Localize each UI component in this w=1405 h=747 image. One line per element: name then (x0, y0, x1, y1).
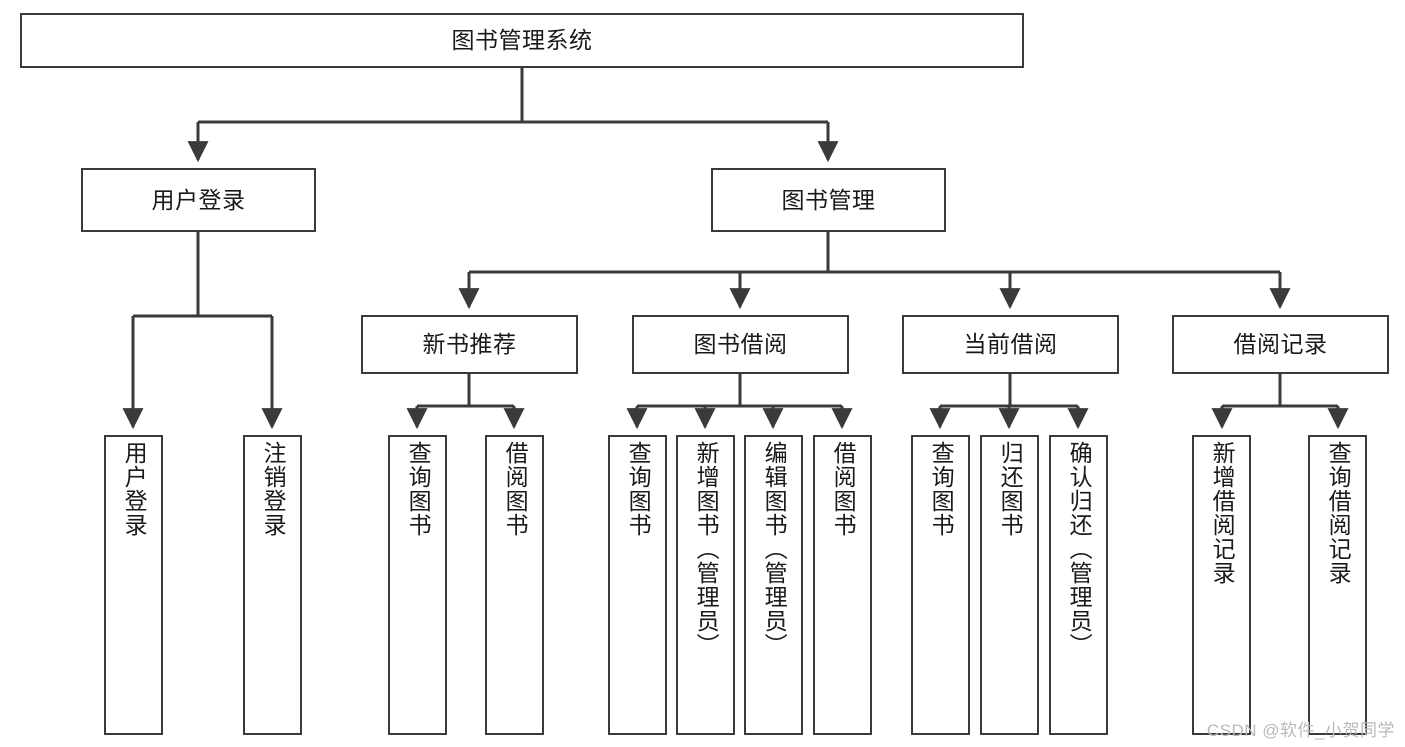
leaf-add-borrow-record-label: 新增借阅记录 (1209, 441, 1236, 585)
leaf-query-book-current[interactable]: 查询图书 (911, 435, 970, 735)
leaf-query-book-current-label: 查询图书 (928, 441, 955, 537)
node-borrow-record-label: 借阅记录 (1233, 331, 1328, 357)
root-node-book-management-system[interactable]: 图书管理系统 (20, 13, 1024, 68)
node-user-login-label: 用户登录 (151, 186, 246, 213)
leaf-query-book-recommend-label: 查询图书 (405, 441, 432, 537)
leaf-add-book-admin-label: 新增图书（管理员） (693, 441, 720, 657)
node-new-book-recommend-label: 新书推荐 (422, 331, 517, 357)
csdn-watermark: CSDN @软件_小贺同学 (1206, 721, 1395, 740)
leaf-edit-book-admin-label: 编辑图书（管理员） (761, 441, 788, 657)
leaf-user-login-label: 用户登录 (121, 441, 148, 537)
leaf-query-book-borrow-label: 查询图书 (625, 441, 652, 537)
leaf-add-borrow-record[interactable]: 新增借阅记录 (1192, 435, 1251, 735)
leaf-borrow-book-label: 借阅图书 (830, 441, 857, 537)
node-borrow-record[interactable]: 借阅记录 (1172, 315, 1389, 374)
root-node-label: 图书管理系统 (451, 27, 593, 53)
leaf-query-book-recommend[interactable]: 查询图书 (388, 435, 447, 735)
leaf-confirm-return-admin-label: 确认归还（管理员） (1066, 441, 1093, 657)
node-book-borrow[interactable]: 图书借阅 (632, 315, 849, 374)
leaf-query-book-borrow[interactable]: 查询图书 (608, 435, 667, 735)
node-book-borrow-label: 图书借阅 (693, 331, 788, 357)
node-book-management-label: 图书管理 (781, 186, 876, 213)
node-current-borrow[interactable]: 当前借阅 (902, 315, 1119, 374)
leaf-logout-label: 注销登录 (260, 441, 287, 537)
leaf-logout[interactable]: 注销登录 (243, 435, 302, 735)
node-user-login[interactable]: 用户登录 (81, 168, 316, 232)
leaf-edit-book-admin[interactable]: 编辑图书（管理员） (744, 435, 803, 735)
leaf-borrow-book[interactable]: 借阅图书 (813, 435, 872, 735)
leaf-query-borrow-record[interactable]: 查询借阅记录 (1308, 435, 1367, 735)
leaf-user-login[interactable]: 用户登录 (104, 435, 163, 735)
leaf-borrow-book-recommend-label: 借阅图书 (502, 441, 529, 537)
leaf-query-borrow-record-label: 查询借阅记录 (1325, 441, 1352, 585)
leaf-add-book-admin[interactable]: 新增图书（管理员） (676, 435, 735, 735)
node-new-book-recommend[interactable]: 新书推荐 (361, 315, 578, 374)
leaf-return-book[interactable]: 归还图书 (980, 435, 1039, 735)
leaf-borrow-book-recommend[interactable]: 借阅图书 (485, 435, 544, 735)
leaf-return-book-label: 归还图书 (997, 441, 1024, 537)
leaf-confirm-return-admin[interactable]: 确认归还（管理员） (1049, 435, 1108, 735)
node-book-management[interactable]: 图书管理 (711, 168, 946, 232)
node-current-borrow-label: 当前借阅 (963, 331, 1058, 357)
